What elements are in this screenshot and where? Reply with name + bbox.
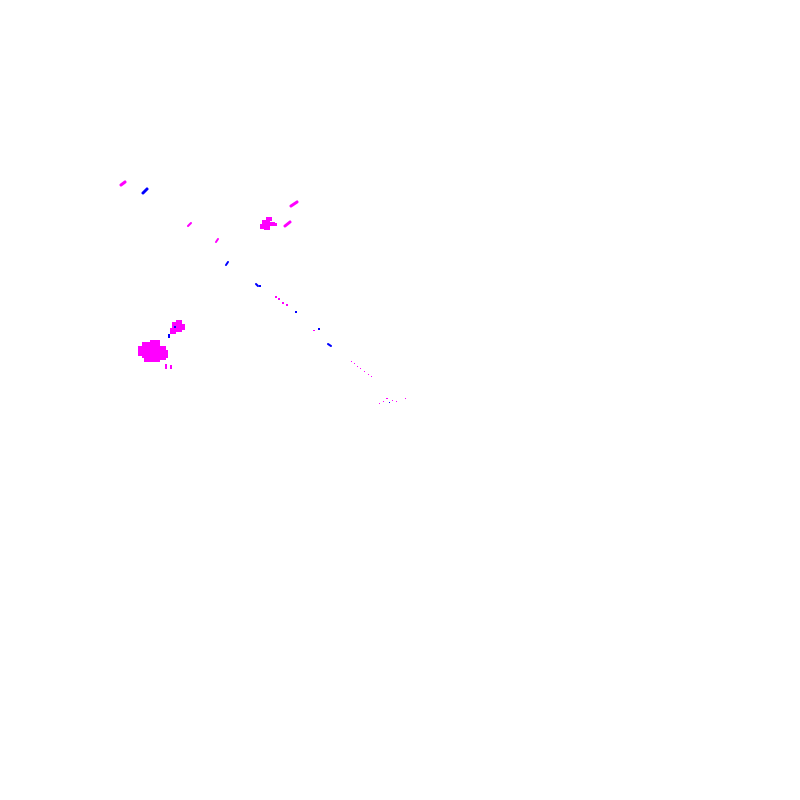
- speckle: [313, 330, 315, 331]
- speckle-dash: [283, 220, 292, 228]
- speckle-dash: [255, 283, 259, 287]
- speckle: [174, 326, 176, 328]
- speckle-blob: [274, 223, 277, 226]
- speckle-blob: [158, 346, 166, 360]
- speckle: [259, 285, 261, 287]
- speckle: [379, 403, 380, 404]
- speckle: [368, 374, 369, 375]
- speckle-dash: [187, 222, 192, 227]
- speckle: [389, 402, 390, 403]
- speckle: [371, 376, 372, 377]
- speckle: [386, 398, 388, 399]
- speckle-dash: [141, 187, 149, 195]
- speckle-dash: [327, 343, 332, 347]
- speckle-dash: [225, 261, 229, 266]
- speckle: [282, 302, 284, 304]
- speckle: [318, 328, 320, 330]
- speckle-blob: [260, 224, 270, 229]
- speckle-blob: [144, 356, 158, 362]
- speckle-dash: [215, 238, 219, 243]
- speckle: [165, 364, 167, 369]
- speckle-blob: [150, 340, 160, 344]
- speckle: [354, 363, 355, 364]
- speckle: [278, 298, 280, 300]
- speckle-blob: [176, 320, 182, 324]
- speckle-blob: [266, 217, 272, 221]
- speckle-dash: [119, 180, 127, 187]
- speckle-blob: [138, 346, 144, 356]
- speckle: [275, 296, 277, 298]
- speckle: [357, 366, 358, 367]
- speckle-blob: [164, 350, 168, 358]
- speckle: [364, 371, 365, 372]
- speckle-blob: [142, 342, 160, 358]
- speckle-blob: [262, 220, 270, 226]
- speckle-blob: [156, 344, 160, 348]
- speckle: [170, 365, 172, 369]
- speckle-blob: [264, 227, 270, 230]
- speckle: [295, 311, 297, 313]
- speckle-blob: [152, 358, 160, 362]
- speckle-blob: [170, 328, 176, 334]
- speckle: [383, 401, 384, 402]
- speckle: [286, 304, 288, 306]
- speckle: [405, 398, 406, 399]
- speckle-blob: [270, 222, 275, 226]
- speckle: [360, 368, 361, 369]
- speckle: [392, 400, 393, 401]
- speckle: [396, 401, 397, 402]
- speckle: [168, 334, 170, 338]
- speckle-blob: [172, 322, 182, 332]
- speckle-dash: [289, 200, 299, 208]
- speckles: [119, 180, 406, 404]
- speckle: [351, 361, 352, 362]
- speckle-blob: [180, 324, 185, 330]
